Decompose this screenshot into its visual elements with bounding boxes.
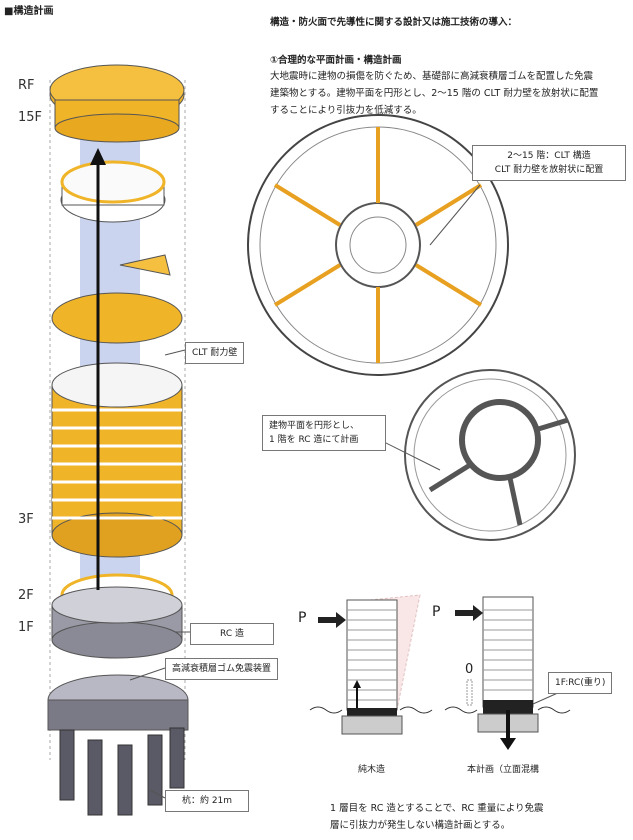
first-floor-plan: [379, 369, 576, 541]
floor-label-rf: RF: [18, 78, 35, 93]
callout-clt-lower: CLT 耐力壁を放射状に配置: [494, 165, 604, 175]
upper-floor-plan: [247, 114, 509, 376]
floor-label-1f: 1F: [18, 620, 34, 635]
caption-pure-wood: 純木造: [358, 765, 386, 775]
callout-isolator: 高減衰積層ゴム免震装置: [165, 658, 279, 680]
callout-pile: 杭：約 21m: [165, 790, 249, 812]
zero-label: 0: [465, 662, 474, 677]
callout-plan-lower: 1 階を RC 造にて計画: [269, 435, 359, 445]
footer-line-2: 層に引抜力が発生しない構造計画とする。: [330, 820, 511, 831]
intro-line-3: することにより引抜力を低減する。: [270, 105, 422, 116]
floor-label-3f: 3F: [18, 512, 34, 527]
callout-plan: 建物平面を円形とし、 1 階を RC 造にて計画: [262, 415, 386, 451]
callout-plan-upper: 建物平面を円形とし、: [269, 421, 360, 431]
intro-title: 構造・防火面で先導性に関する設計又は施工技術の導入：: [270, 17, 518, 28]
callout-clt-upper: 2～15 階：CLT 構造: [507, 151, 591, 161]
pull-out-diagram: [309, 594, 571, 750]
callout-clt-structure: 2～15 階：CLT 構造 CLT 耐力壁を放射状に配置: [472, 145, 626, 181]
section-title: ■構造計画: [4, 6, 54, 17]
callout-clt-wall: CLT 耐力壁: [185, 342, 245, 364]
intro-subtitle: ①合理的な平面計画・構造計画: [270, 55, 402, 66]
force-label-left: P: [298, 610, 307, 626]
footer-line-1: 1 層目を RC 造とすることで、RC 重量により免震: [330, 803, 544, 814]
force-label-right: P: [432, 604, 441, 620]
floor-label-2f: 2F: [18, 588, 34, 603]
exploded-tower: [47, 64, 189, 816]
caption-this-plan: 本計画（立面混構: [467, 765, 540, 775]
intro-line-2: 建築物とする。建物平面を円形とし、2～15 階の CLT 耐力壁を放射状に配置: [270, 88, 599, 99]
callout-rc: RC 造: [190, 623, 274, 645]
floor-label-15f: 15F: [18, 110, 43, 125]
intro-line-1: 大地震時に建物の損傷を防ぐため、基礎部に高減衰積層ゴムを配置した免震: [270, 71, 594, 82]
callout-weight: 1F:RC(重り): [548, 672, 613, 694]
